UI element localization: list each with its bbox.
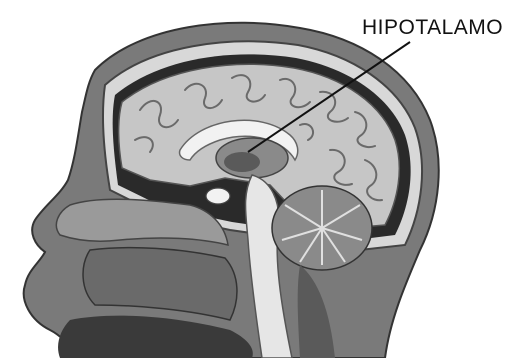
hypothalamus-label: HIPOTALAMO — [362, 16, 503, 40]
pituitary-region — [206, 188, 230, 204]
cerebellum — [272, 186, 372, 270]
hypothalamus-region — [224, 152, 260, 172]
